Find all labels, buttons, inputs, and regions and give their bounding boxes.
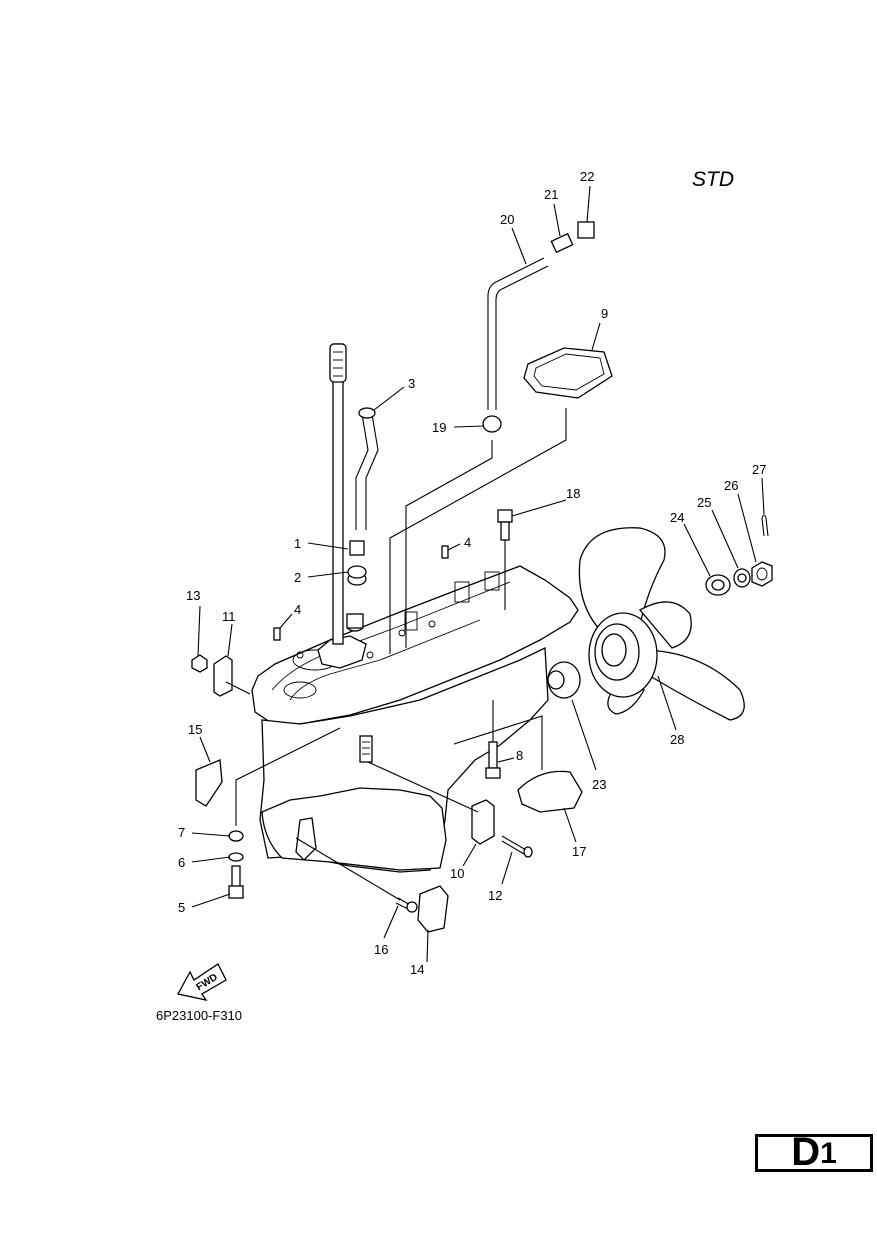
callout-12: 12 [488,888,502,903]
callout-2: 2 [294,570,301,585]
washer-part-6 [228,852,244,862]
callout-10: 10 [450,866,464,881]
bolt-part-16 [395,897,418,913]
bolt-part-5 [228,865,244,899]
washer-part-7 [228,830,244,842]
seal-part-2 [347,565,367,586]
callout-4-lower: 4 [294,602,301,617]
leader-lines [191,185,765,963]
washer-part-25 [733,568,751,588]
drive-shaft [329,343,347,645]
clip-part-22 [577,221,595,239]
callout-26: 26 [724,478,738,493]
collar-part-21 [550,232,574,254]
nut-part-13 [191,654,208,673]
dowel-part-4-upper [441,545,449,559]
diagram-code: 6P23100-F310 [156,1008,243,1023]
callout-27: 27 [752,462,766,477]
callout-3: 3 [408,376,415,391]
callout-11: 11 [222,609,236,624]
callout-7: 7 [178,825,185,840]
callout-8: 8 [516,748,523,763]
gasket-part-9 [523,347,613,399]
thrust-washer-part-23 [547,661,581,699]
bolt-part-18 [497,509,513,541]
callout-16: 16 [374,942,388,957]
callout-21: 21 [544,187,558,202]
grommet-part-19 [482,415,502,433]
spacer-part-24 [705,574,731,596]
grommet-part-1 [349,540,365,556]
anode-part-14 [417,885,449,933]
variant-label: STD [692,168,734,191]
anode-part-15 [195,759,223,807]
shift-rod-part-20 [487,257,549,410]
bracket-part-11 [213,655,233,697]
nut-part-26 [751,561,773,587]
trim-tab-part-17 [517,770,583,813]
callout-19: 19 [432,420,446,435]
callout-17: 17 [572,844,586,859]
callout-22: 22 [580,169,594,184]
callout-28: 28 [670,732,684,747]
callout-5: 5 [178,900,185,915]
assembly-lines [225,408,567,901]
anode-part-10 [471,799,495,845]
fwd-arrow-icon: FWD [177,963,227,1001]
page-letter: D [791,1130,821,1174]
callout-13: 13 [186,588,200,603]
dowel-part-4-lower [273,627,281,641]
callout-25: 25 [697,495,711,510]
screw-part-12 [501,835,533,858]
callout-23: 23 [592,777,606,792]
callout-4-upper: 4 [464,535,471,550]
page-number: 1 [820,1137,837,1170]
cotter-pin-part-27 [761,514,769,537]
callout-9: 9 [601,306,608,321]
callout-1: 1 [294,536,301,551]
lower-unit-housing [251,565,579,873]
callout-labels: 1 2 3 4 4 5 6 7 8 9 10 11 12 13 14 15 16… [178,169,766,977]
callout-24: 24 [670,510,684,525]
callout-18: 18 [566,486,580,501]
callout-15: 15 [188,722,202,737]
callout-20: 20 [500,212,514,227]
callout-6: 6 [178,855,185,870]
propeller-part-28 [578,527,745,721]
callout-14: 14 [410,962,424,977]
water-tube-part-3 [355,407,379,530]
